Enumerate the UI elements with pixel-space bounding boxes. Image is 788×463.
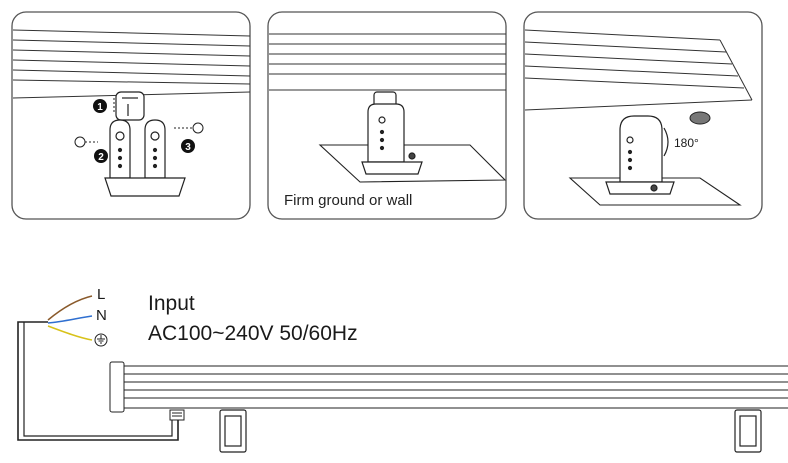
rotation-arc-icon [663,127,669,157]
cable-connector-icon [169,409,185,421]
input-spec: AC100~240V 50/60Hz [148,322,358,345]
led-wall-washer-fixture [109,361,788,413]
mounting-bracket-left-icon [219,409,247,453]
ground-caption: Firm ground or wall [284,192,412,209]
wire-label-neutral: N [96,307,107,324]
screw-left-icon [74,136,98,148]
input-title: Input [148,292,195,315]
ground-symbol-icon [94,333,108,347]
lamp-body [269,33,506,91]
svg-text:1: 1 [97,102,103,113]
svg-text:2: 2 [98,152,104,163]
panel-bracket-assembly: 1 2 3 [11,11,251,220]
wire-neutral [47,315,93,324]
step-badge-1: 1 [93,99,107,113]
step-badge-2: 2 [94,149,108,163]
wire-ground [47,325,93,341]
rotation-angle-label: 180° [674,136,699,150]
bracket-rotated [605,115,675,195]
bracket-mounted [361,91,423,175]
power-cable-inner [23,322,173,437]
mounting-bracket-right-icon [734,409,762,453]
panel-rotation: 180° [523,11,763,220]
mounting-clamp [115,91,145,121]
step-badge-3: 3 [181,139,195,153]
bracket-base-plate [104,177,186,197]
bracket-left-plate [109,119,131,179]
wire-label-live: L [97,286,105,303]
lamp-body [12,29,251,99]
bracket-right-plate [144,119,166,179]
screw-right-icon [174,122,204,134]
connector-icon [689,111,711,125]
wiring-section: L N Input AC100~240V 50/60Hz [17,286,788,453]
wire-live [47,295,93,321]
power-cable [17,321,179,441]
panel-ground-mount: Firm ground or wall [267,11,507,220]
lamp-body-tilted [524,29,753,111]
svg-text:3: 3 [185,142,191,153]
